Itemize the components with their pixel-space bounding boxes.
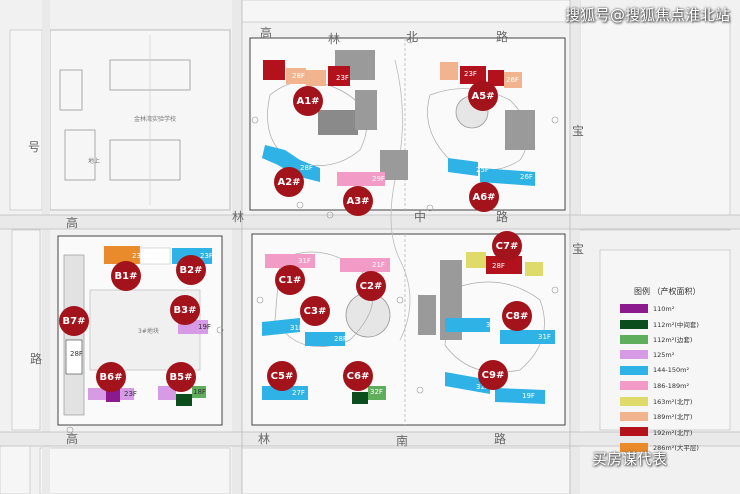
- road-label-m2: 林: [232, 210, 245, 224]
- legend-swatch: [620, 319, 648, 329]
- road-label-n1: 高: [260, 26, 273, 40]
- road-label-e1: 宝: [572, 124, 585, 138]
- legend-label: 192m²(北厅): [653, 428, 693, 437]
- floor-label: 29F: [372, 175, 385, 183]
- floor-label: 18F: [193, 388, 206, 396]
- building-pin-b2[interactable]: B2#: [176, 255, 206, 285]
- road-label-w2: 路: [30, 352, 43, 366]
- legend-swatch: [620, 442, 648, 452]
- building-pin-a3[interactable]: A3#: [343, 186, 373, 216]
- building-pin-c9[interactable]: C9#: [478, 360, 508, 390]
- road-label-s2: 林: [258, 432, 271, 446]
- legend-label: 112m²(边套): [653, 336, 693, 345]
- road-label-s4: 路: [494, 432, 507, 446]
- legend-item: 286m²(大平层): [620, 440, 738, 455]
- road-label-s3: 南: [396, 434, 409, 448]
- road-label-n4: 路: [496, 30, 509, 44]
- floor-label: 26F: [506, 76, 519, 84]
- floor-label: 19F: [522, 392, 535, 400]
- legend-item: 186-189m²: [620, 378, 738, 393]
- legend-swatch: [620, 304, 648, 314]
- floor-label: 32F: [476, 383, 489, 391]
- legend-label: 144-150m²: [653, 366, 690, 375]
- floor-label: 31F: [298, 257, 311, 265]
- floor-label: 23F: [336, 74, 349, 82]
- road-label-m1: 高: [66, 216, 79, 230]
- building-pin-c1[interactable]: C1#: [275, 265, 305, 295]
- floor-label: 19F: [198, 323, 211, 331]
- legend-label: 125m²: [653, 350, 675, 359]
- legend-swatch: [620, 334, 648, 344]
- legend-item: 112m²(边套): [620, 332, 738, 347]
- building-pin-a1[interactable]: A1#: [293, 86, 323, 116]
- floor-label: 28F: [70, 350, 83, 358]
- building-pin-b6[interactable]: B6#: [96, 362, 126, 392]
- road-label-s1: 高: [66, 432, 79, 446]
- floor-label: 28F: [292, 72, 305, 80]
- legend-label: 163m²(北厅): [653, 398, 693, 407]
- floor-label: 27F: [292, 389, 305, 397]
- floor-label: 31F: [538, 333, 551, 341]
- road-label-w1: 号: [28, 140, 41, 154]
- legend-swatch: [620, 365, 648, 375]
- legend-item: 144-150m²: [620, 363, 738, 378]
- school-label: 金林湾实验学校: [134, 116, 177, 123]
- floor-label: 23F: [464, 70, 477, 78]
- legend-label: 112m²(中间套): [653, 321, 699, 330]
- building-pin-a2[interactable]: A2#: [274, 167, 304, 197]
- building-pin-b1[interactable]: B1#: [111, 261, 141, 291]
- legend-title: 图例 （产权面积）: [634, 287, 701, 296]
- legend-swatch: [620, 350, 648, 360]
- ground-label: 地上: [88, 158, 101, 165]
- legend-item: 112m²(中间套): [620, 316, 738, 331]
- road-label-n2: 林: [328, 32, 341, 46]
- building-pin-c6[interactable]: C6#: [343, 361, 373, 391]
- legend-swatch: [620, 396, 648, 406]
- plaza-label: 3#地块: [138, 328, 159, 335]
- map-legend: 图例 （产权面积） 110m² 112m²(中间套) 112m²(边套) 125m² 1…: [620, 286, 738, 455]
- building-pin-a5[interactable]: A5#: [468, 81, 498, 111]
- floor-label: 28F: [492, 262, 505, 270]
- road-label-n3: 北: [406, 30, 419, 44]
- legend-label: 110m²: [653, 304, 675, 313]
- legend-swatch: [620, 427, 648, 437]
- floor-label: 21F: [372, 261, 385, 269]
- legend-item: 110m²: [620, 301, 738, 316]
- road-label-m3: 中: [414, 210, 427, 224]
- building-pin-c7[interactable]: C7#: [492, 231, 522, 261]
- watermark-top: 搜狐号@搜狐焦点淮北站: [564, 6, 730, 24]
- road-label-e2: 宝: [572, 242, 585, 256]
- floor-label: 32F: [370, 388, 383, 396]
- floor-label: 25F: [476, 166, 489, 174]
- floor-label: 28F: [300, 164, 313, 172]
- watermark-bottom: 买房谋代表: [592, 450, 668, 468]
- floor-label: 31F: [486, 321, 499, 329]
- building-pin-a6[interactable]: A6#: [469, 182, 499, 212]
- building-pin-b3[interactable]: B3#: [170, 295, 200, 325]
- floor-label: 23F: [200, 252, 213, 260]
- floor-label: 28F: [334, 335, 347, 343]
- floor-label: 23F: [132, 252, 145, 260]
- legend-label: 186-189m²: [653, 381, 690, 390]
- legend-swatch: [620, 411, 648, 421]
- legend-item: 125m²: [620, 347, 738, 362]
- legend-item: 192m²(北厅): [620, 424, 738, 439]
- building-pin-b7[interactable]: B7#: [59, 306, 89, 336]
- legend-item: 163m²(北厅): [620, 393, 738, 408]
- building-pin-c8[interactable]: C8#: [502, 301, 532, 331]
- building-pin-c5[interactable]: C5#: [267, 361, 297, 391]
- building-pin-c3[interactable]: C3#: [300, 296, 330, 326]
- floor-label: 31F: [290, 324, 303, 332]
- road-label-m4: 路: [496, 210, 509, 224]
- legend-label: 189m²(北厅): [653, 413, 693, 422]
- legend-item: 189m²(北厅): [620, 409, 738, 424]
- floor-label: 23F: [124, 390, 137, 398]
- building-pin-c2[interactable]: C2#: [356, 271, 386, 301]
- building-pin-b5[interactable]: B5#: [166, 362, 196, 392]
- legend-label: 286m²(大平层): [653, 444, 699, 453]
- floor-label: 26F: [520, 173, 533, 181]
- legend-swatch: [620, 381, 648, 391]
